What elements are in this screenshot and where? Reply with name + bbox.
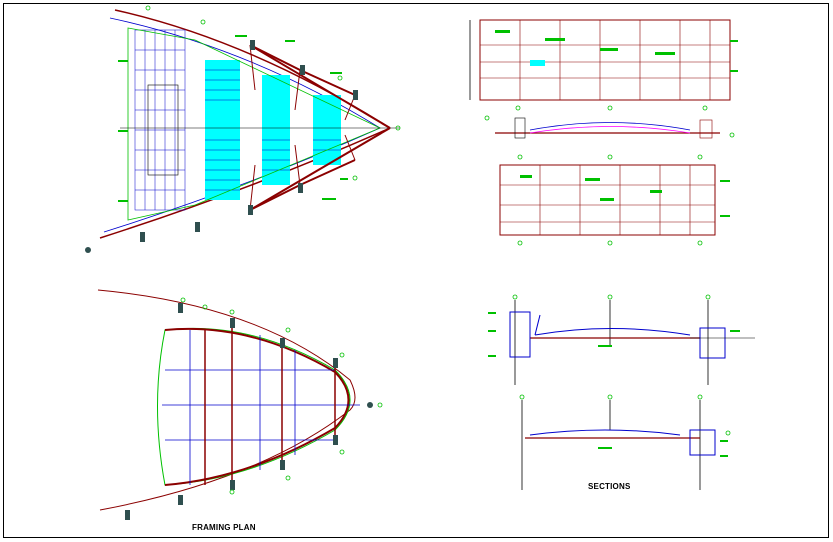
- section-2: [519, 394, 731, 490]
- section-strip-1: [484, 105, 735, 139]
- framing-plan: [97, 289, 383, 520]
- elevation-middle: [499, 154, 730, 246]
- framing-plan-title: FRAMING PLAN: [192, 523, 256, 532]
- cyan-panel: [262, 75, 290, 185]
- cyan-panel: [205, 60, 240, 200]
- drawing-border: [3, 3, 829, 538]
- elevation-top: [469, 19, 738, 101]
- sections-title: SECTIONS: [588, 482, 631, 491]
- floor-plan-top: [85, 5, 401, 253]
- section-1: [488, 294, 755, 385]
- cyan-panel: [313, 95, 341, 165]
